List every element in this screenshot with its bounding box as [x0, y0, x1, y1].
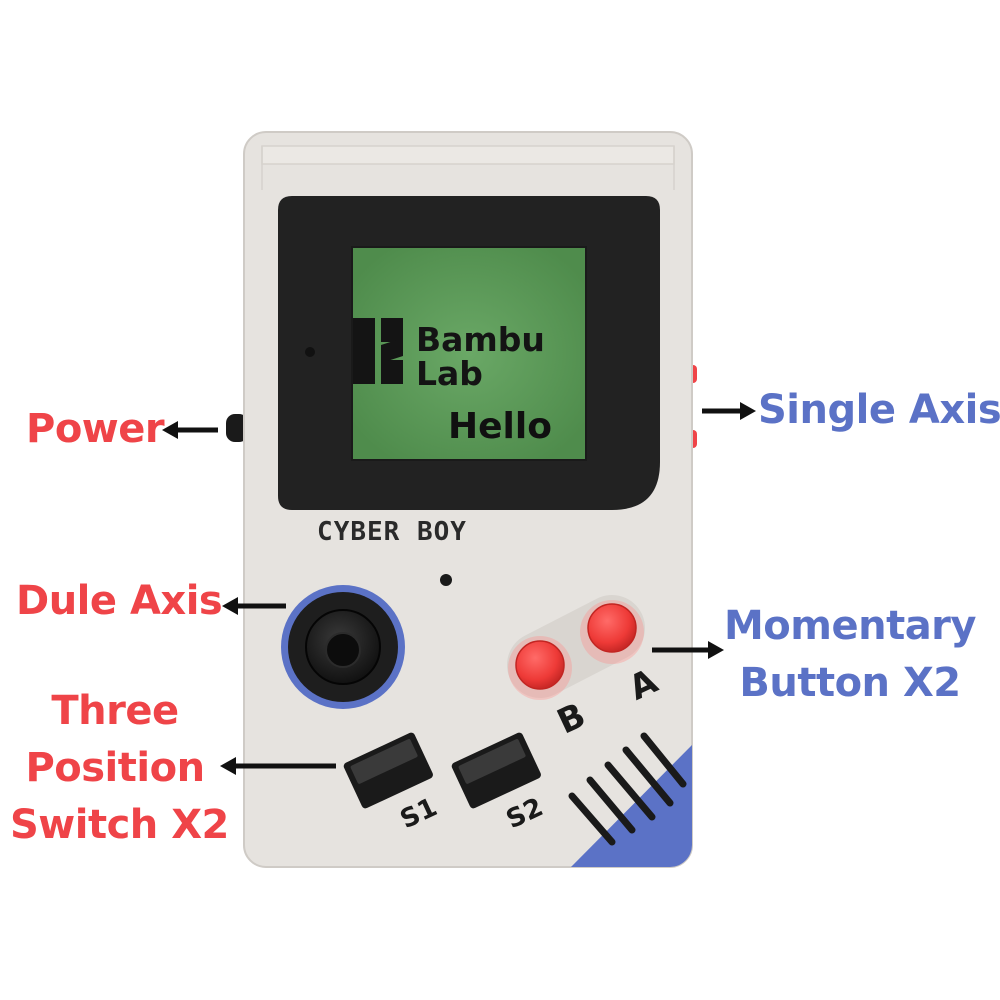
callout-three-line1: Three	[51, 688, 179, 734]
callout-power: Power	[26, 406, 165, 452]
callout-dule-axis: Dule Axis	[16, 578, 223, 624]
callout-three-line3: Switch X2	[10, 802, 229, 848]
arrow-dule-axis-icon	[222, 597, 286, 615]
callout-three-line2: Position	[25, 745, 205, 791]
mic-hole	[440, 574, 452, 586]
power-switch-nub[interactable]	[226, 414, 248, 442]
a-button[interactable]	[580, 600, 644, 664]
switch-s2[interactable]	[450, 731, 542, 809]
b-button[interactable]	[508, 636, 572, 700]
power-led	[305, 347, 315, 357]
arrow-momentary-icon	[652, 641, 724, 659]
callout-momentary-line1: Momentary	[724, 603, 976, 649]
brand-line1: Bambu	[416, 320, 545, 359]
screen-text: Hello	[448, 406, 552, 447]
arrow-single-axis-icon	[702, 402, 756, 420]
model-name: CYBER BOY	[317, 517, 467, 547]
arrow-three-position-icon	[220, 757, 336, 775]
bambu-lab-logo-icon	[353, 318, 403, 384]
dual-axis-joystick[interactable]	[281, 585, 405, 709]
corner-stripe	[570, 745, 692, 867]
switch-s1[interactable]	[342, 731, 434, 809]
callout-momentary-line2: Button X2	[739, 660, 961, 706]
arrow-power-icon	[162, 421, 218, 439]
brand-line2: Lab	[416, 354, 483, 393]
callout-arrows	[162, 402, 756, 775]
speaker-grille-icon	[568, 732, 687, 846]
callout-single-axis: Single Axis	[758, 387, 1000, 433]
